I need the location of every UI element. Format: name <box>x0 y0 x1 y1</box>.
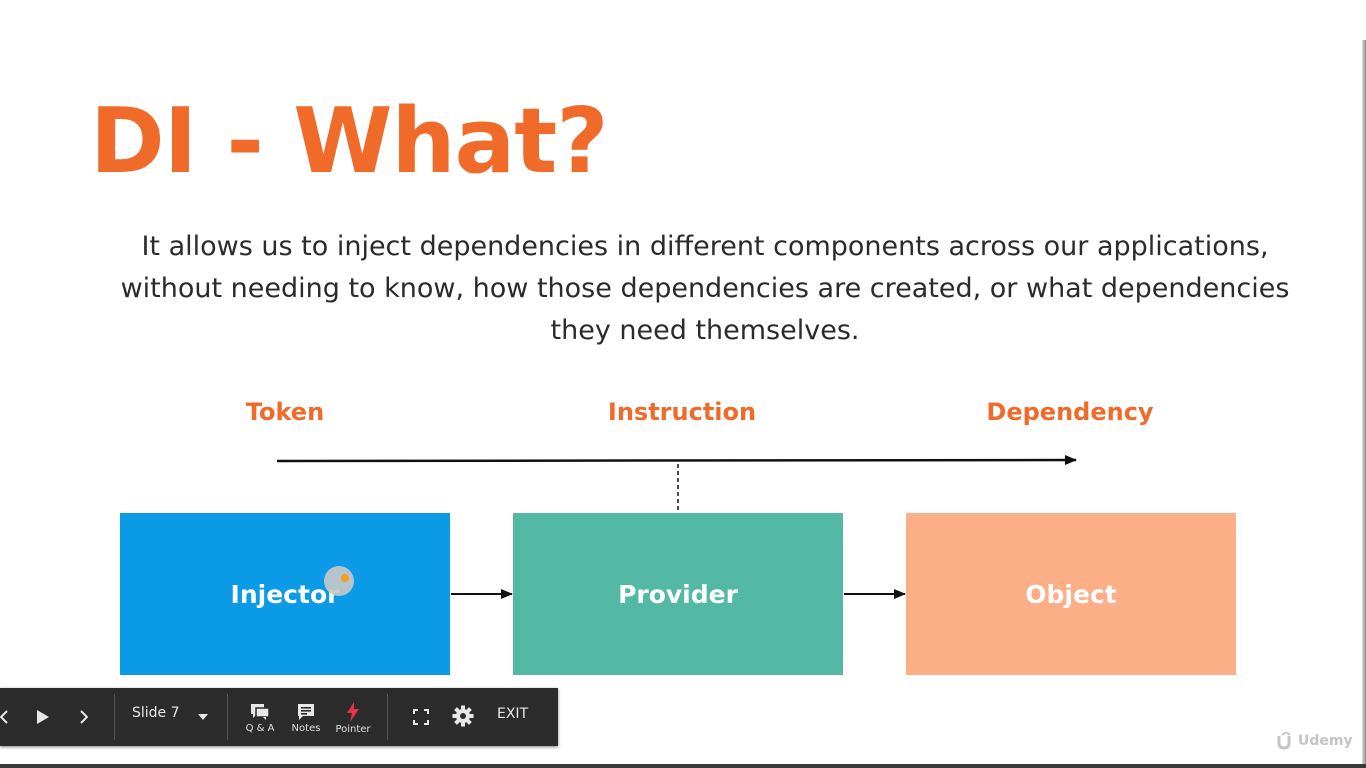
box-provider: Provider <box>513 513 843 675</box>
chevron-left-icon <box>0 710 8 724</box>
fullscreen-button[interactable] <box>410 706 432 728</box>
qa-label: Q & A <box>245 722 275 734</box>
box-label: Provider <box>618 579 738 609</box>
notes-label: Notes <box>291 722 321 734</box>
description-line: without needing to know, how those depen… <box>120 273 1290 304</box>
notes-button[interactable]: Notes <box>286 698 326 738</box>
lightning-icon <box>347 701 359 722</box>
slide-title: DI - What? <box>90 89 609 194</box>
settings-button[interactable] <box>451 704 475 728</box>
slide-description: It allows us to inject dependencies in d… <box>80 226 1330 352</box>
laser-pointer <box>324 566 354 596</box>
label-instruction: Instruction <box>607 398 757 426</box>
gear-icon <box>452 705 474 727</box>
slide-select-value: Slide 7 <box>132 705 180 721</box>
exit-button[interactable]: EXIT <box>497 706 529 722</box>
caret-down-icon <box>198 714 208 720</box>
next-slide-button[interactable] <box>74 706 94 728</box>
play-button[interactable] <box>32 706 54 728</box>
description-line: they need themselves. <box>550 315 860 346</box>
prev-slide-button[interactable] <box>0 708 8 726</box>
udemy-logo-icon <box>1277 732 1291 750</box>
play-icon <box>37 710 49 724</box>
box-label: Injector <box>230 579 340 609</box>
slide-dropdown-button[interactable] <box>194 708 212 726</box>
timeline-arrow <box>276 455 1077 466</box>
pointer-label: Pointer <box>335 723 371 735</box>
udemy-watermark: Udemy <box>1276 732 1353 750</box>
label-token: Token <box>245 398 325 426</box>
laser-pointer-core <box>341 574 349 582</box>
toolbar-separator <box>114 694 115 740</box>
description-line: It allows us to inject dependencies in d… <box>141 231 1269 262</box>
notes-icon <box>298 703 314 720</box>
presentation-toolbar: Slide 7 Q & A Notes Pointer <box>0 688 558 746</box>
box-injector: Injector <box>120 513 450 675</box>
slide-select[interactable]: Slide 7 <box>132 705 180 721</box>
watermark-brand: Udemy <box>1298 733 1353 749</box>
toolbar-separator <box>387 694 388 740</box>
fullscreen-icon <box>413 709 429 725</box>
label-dependency: Dependency <box>986 398 1154 426</box>
chevron-right-icon <box>80 710 88 724</box>
bottom-edge <box>0 764 1366 768</box>
slide-edge <box>1362 40 1366 764</box>
chat-icon <box>251 703 270 720</box>
pointer-button[interactable]: Pointer <box>333 698 373 738</box>
toolbar-separator <box>227 694 228 740</box>
box-label: Object <box>1025 579 1117 609</box>
qa-button[interactable]: Q & A <box>240 698 280 738</box>
box-object: Object <box>906 513 1236 675</box>
